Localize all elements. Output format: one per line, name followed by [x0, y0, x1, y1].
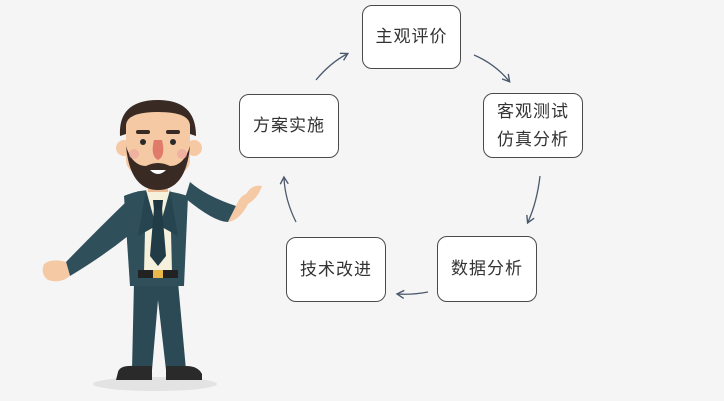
node-label: 主观评价: [375, 27, 448, 47]
node-subjective-evaluation: 主观评价: [362, 5, 461, 69]
arrow-right-to-bottom-right: [526, 175, 541, 225]
node-label-line-2: 仿真分析: [497, 129, 569, 150]
arrow-bottom-right-to-bottom-left: [395, 289, 429, 299]
node-data-analysis: 数据分析: [437, 236, 537, 302]
node-technical-improvement: 技术改进: [286, 237, 386, 302]
node-label: 数据分析: [451, 259, 523, 279]
arrow-bottom-left-to-left: [279, 175, 297, 223]
node-plan-implementation: 方案实施: [239, 94, 339, 158]
node-label-line-1: 客观测试: [497, 101, 569, 122]
node-label: 方案实施: [253, 116, 325, 136]
arrow-left-to-top: [315, 52, 350, 81]
arrow-top-to-right: [473, 54, 511, 83]
node-label: 技术改进: [300, 259, 372, 280]
node-objective-test: 客观测试 仿真分析: [483, 93, 583, 158]
